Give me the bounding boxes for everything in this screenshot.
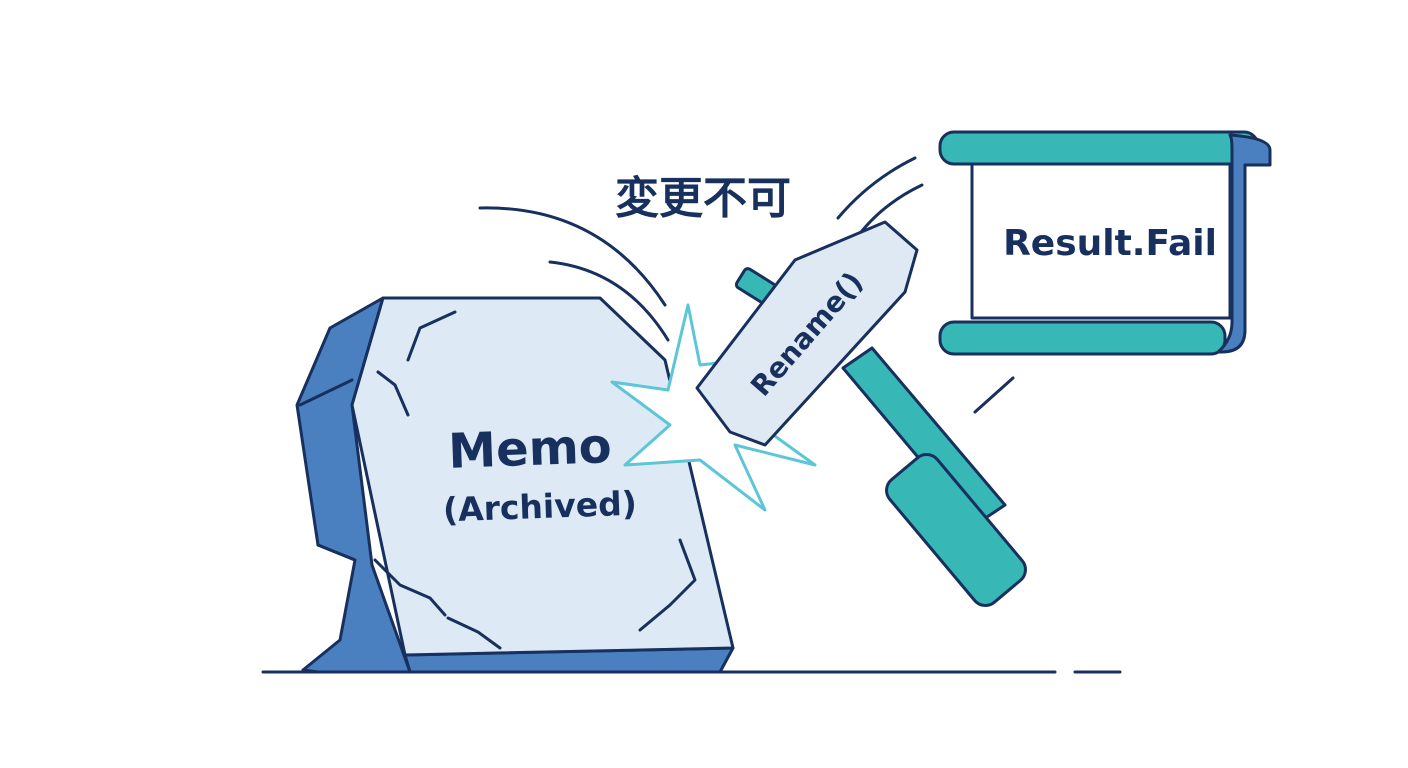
immutable-caption: 変更不可 (615, 173, 791, 224)
banner-text: Result.Fail (1003, 223, 1217, 264)
block-subtitle: (Archived) (442, 484, 637, 530)
archived-memo-block (295, 296, 735, 674)
result-banner (938, 130, 1272, 356)
rename-hammer (695, 220, 1027, 607)
block-title: Memo (447, 418, 612, 480)
